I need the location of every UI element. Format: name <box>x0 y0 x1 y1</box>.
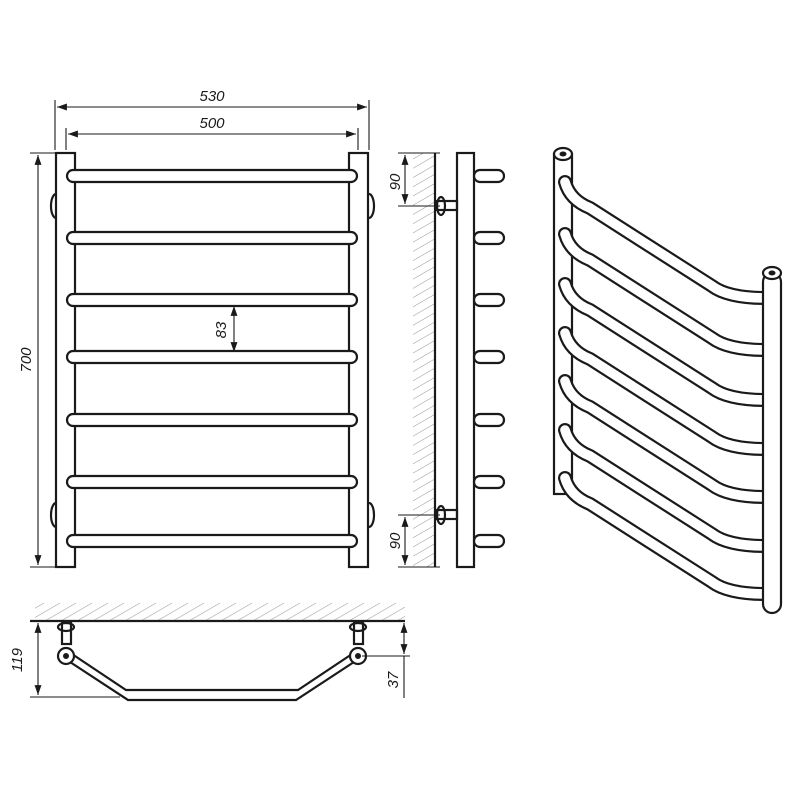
top-pipe-ends <box>56 646 368 666</box>
front-rung-3 <box>65 292 359 308</box>
front-rung-4 <box>65 349 359 365</box>
side-rung-stub-3 <box>472 292 506 308</box>
iso-rung-1 <box>558 175 773 305</box>
dimension-label-119: 119 <box>9 647 26 672</box>
dimension-label-83: 83 <box>213 321 230 338</box>
top-brackets <box>56 620 368 646</box>
dimension-label-500: 500 <box>199 115 225 132</box>
dimension-label-90-bottom: 90 <box>387 532 404 549</box>
dimension-label-700: 700 <box>18 347 35 373</box>
side-rung-stub-7 <box>472 533 506 549</box>
iso-right-pipe <box>761 271 783 615</box>
iso-rung-3 <box>558 277 773 407</box>
top-rung-outer <box>65 649 359 692</box>
dimension-depth-total: 119 <box>9 623 120 698</box>
iso-rung-5 <box>558 374 773 504</box>
wall-hatch-horizontal <box>35 603 405 621</box>
front-rung-5 <box>65 412 359 428</box>
dimension-label-90-top: 90 <box>387 173 404 190</box>
dimension-label-37: 37 <box>385 671 402 688</box>
front-rung-6 <box>65 474 359 490</box>
dimension-pipe-spacing: 500 <box>65 115 359 150</box>
dimension-rung-pitch: 83 <box>213 306 238 352</box>
side-vertical-pipe <box>455 151 476 569</box>
side-view: 90 90 <box>387 151 506 569</box>
front-rung-1 <box>65 168 359 184</box>
side-rung-stubs <box>472 168 506 549</box>
iso-rung-6 <box>558 423 773 553</box>
side-rung-stub-6 <box>472 474 506 490</box>
dimension-top-bracket-offset: 90 <box>387 152 440 207</box>
side-rung-stub-2 <box>472 230 506 246</box>
side-rung-stub-5 <box>472 412 506 428</box>
dimension-bottom-bracket-offset: 90 <box>387 514 440 568</box>
wall-hatch-vertical <box>413 153 435 567</box>
iso-rung-7 <box>558 471 773 601</box>
dimension-overall-width: 530 <box>54 88 370 150</box>
dimension-label-530: 530 <box>199 88 225 105</box>
front-rungs <box>65 168 359 549</box>
top-rung-inner <box>69 661 355 702</box>
front-rung-7 <box>65 533 359 549</box>
side-rung-stub-1 <box>472 168 506 184</box>
isometric-view <box>552 146 783 615</box>
dimension-depth-offset: 37 <box>362 623 410 698</box>
front-rung-2 <box>65 230 359 246</box>
side-brackets <box>435 195 459 526</box>
iso-rung-2 <box>558 227 773 357</box>
front-view: 530 500 700 83 <box>18 88 376 569</box>
side-rung-stub-4 <box>472 349 506 365</box>
iso-rung-4 <box>558 326 773 456</box>
top-view: 119 37 <box>9 603 410 702</box>
iso-rungs <box>558 175 773 601</box>
